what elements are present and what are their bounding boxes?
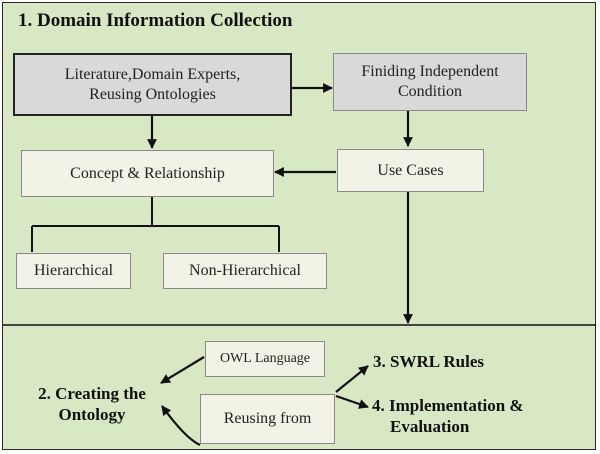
box-hierarchical-label: Hierarchical [33, 262, 114, 279]
label-creating-ontology: 2. Creating the Ontology [22, 383, 162, 425]
box-concept-label: Concept & Relationship [70, 164, 225, 182]
box-use-cases-label: Use Cases [377, 161, 444, 179]
label-implementation: 4. Implementation & Evaluation [372, 395, 524, 437]
box-independent-line1: Finiding Independent [361, 63, 499, 80]
arrow-owl-to-creating [160, 356, 205, 384]
label-swrl-rules: 3. SWRL Rules [373, 352, 484, 371]
box-non-hierarchical: Non-Hierarchical [163, 253, 327, 289]
label-creating-line1: 2. Creating the [38, 384, 146, 403]
box-owl-label: OWL Language [219, 351, 311, 366]
box-owl-language: OWL Language [205, 341, 325, 377]
box-sources-line2: Reusing Ontologies [89, 85, 216, 103]
box-concept-relationship: Concept & Relationship [21, 150, 274, 197]
arrow-reusing-to-creating [161, 405, 201, 446]
box-independent-condition: Finiding Independent Condition [333, 53, 527, 111]
label-impl-line2: Evaluation [390, 417, 470, 436]
arrow-reusing-to-swrl [335, 365, 369, 393]
box-reusing-from: Reusing from [200, 394, 335, 444]
box-sources: Literature,Domain Experts, Reusing Ontol… [13, 53, 292, 116]
label-creating-line2: Ontology [58, 405, 126, 424]
arrow-reusing-to-impl [335, 394, 369, 409]
box-reusing-label: Reusing from [223, 410, 312, 427]
box-hierarchical: Hierarchical [16, 253, 131, 289]
box-sources-line1: Literature,Domain Experts, [64, 65, 241, 83]
section1-title: 1. Domain Information Collection [18, 10, 293, 31]
box-non-hierarchical-label: Non-Hierarchical [189, 262, 301, 279]
box-use-cases: Use Cases [337, 149, 484, 192]
label-impl-line1: 4. Implementation & [372, 396, 524, 415]
box-independent-line2: Condition [397, 83, 462, 100]
